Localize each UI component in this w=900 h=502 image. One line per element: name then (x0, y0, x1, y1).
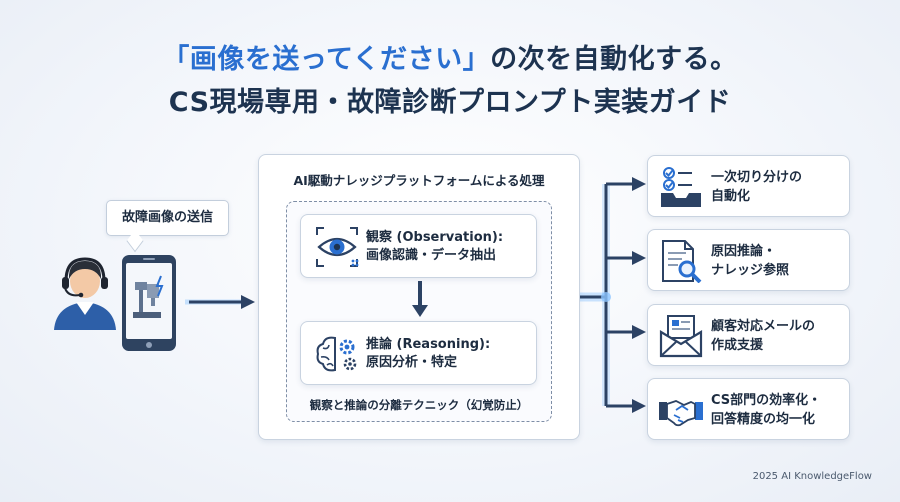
observation-step-desc: 画像認識・データ抽出 (366, 248, 497, 263)
broken-machine-icon (133, 275, 164, 318)
title-rest: の次を自動化する。 (490, 44, 738, 75)
outcome-card-efficiency: CS部門の効率化・ 回答精度の均一化 (647, 378, 850, 440)
observation-step-title: 観察 (Observation): (366, 230, 504, 245)
eye-scan-icon (316, 227, 359, 267)
operator-headset-icon (54, 257, 116, 330)
handshake-icon (659, 400, 703, 427)
observation-step: 観察 (Observation): 画像認識・データ抽出 (300, 214, 537, 278)
branch-connector (580, 177, 646, 413)
reasoning-step-title: 推論 (Reasoning): (366, 337, 491, 352)
checklist-tray-icon (661, 167, 701, 207)
input-arrow (185, 295, 255, 309)
speech-bubble: 故障画像の送信 (106, 200, 229, 236)
reasoning-step-desc: 原因分析・特定 (366, 355, 458, 370)
outcome-line1: 一次切り分けの (711, 170, 803, 185)
email-icon (659, 315, 703, 358)
outcome-line1: CS部門の効率化・ (711, 393, 822, 408)
footer-credit: 2025 AI KnowledgeFlow (752, 471, 872, 482)
outcome-line2: 回答精度の均一化 (711, 412, 816, 427)
outcome-line1: 顧客対応メールの (711, 319, 816, 334)
page-title-line1: 「画像を送ってください」の次を自動化する。 (0, 43, 900, 77)
reasoning-step: 推論 (Reasoning): 原因分析・特定 (300, 321, 537, 385)
page-title-line2: CS現場専用・故障診断プロンプト実装ガイド (168, 87, 732, 118)
smartphone-icon (122, 255, 176, 351)
title-highlight: 「画像を送ってください」 (162, 44, 491, 75)
outcome-card-email: 顧客対応メールの 作成支援 (647, 304, 850, 366)
outcome-line2: 自動化 (711, 189, 751, 204)
document-search-icon (662, 240, 702, 283)
outcome-line2: ナレッジ参照 (711, 263, 790, 278)
outcome-card-triage: 一次切り分けの 自動化 (647, 155, 850, 217)
outcome-card-inference: 原因推論・ ナレッジ参照 (647, 229, 850, 291)
separation-technique-caption: 観察と推論の分離テクニック（幻覚防止） (309, 398, 529, 412)
platform-title: AI駆動ナレッジプラットフォームによる処理 (293, 173, 545, 188)
brain-gear-icon (316, 336, 357, 372)
outcome-line2: 作成支援 (711, 338, 764, 353)
outcome-line1: 原因推論・ (711, 244, 777, 259)
step-down-arrow (412, 281, 428, 317)
